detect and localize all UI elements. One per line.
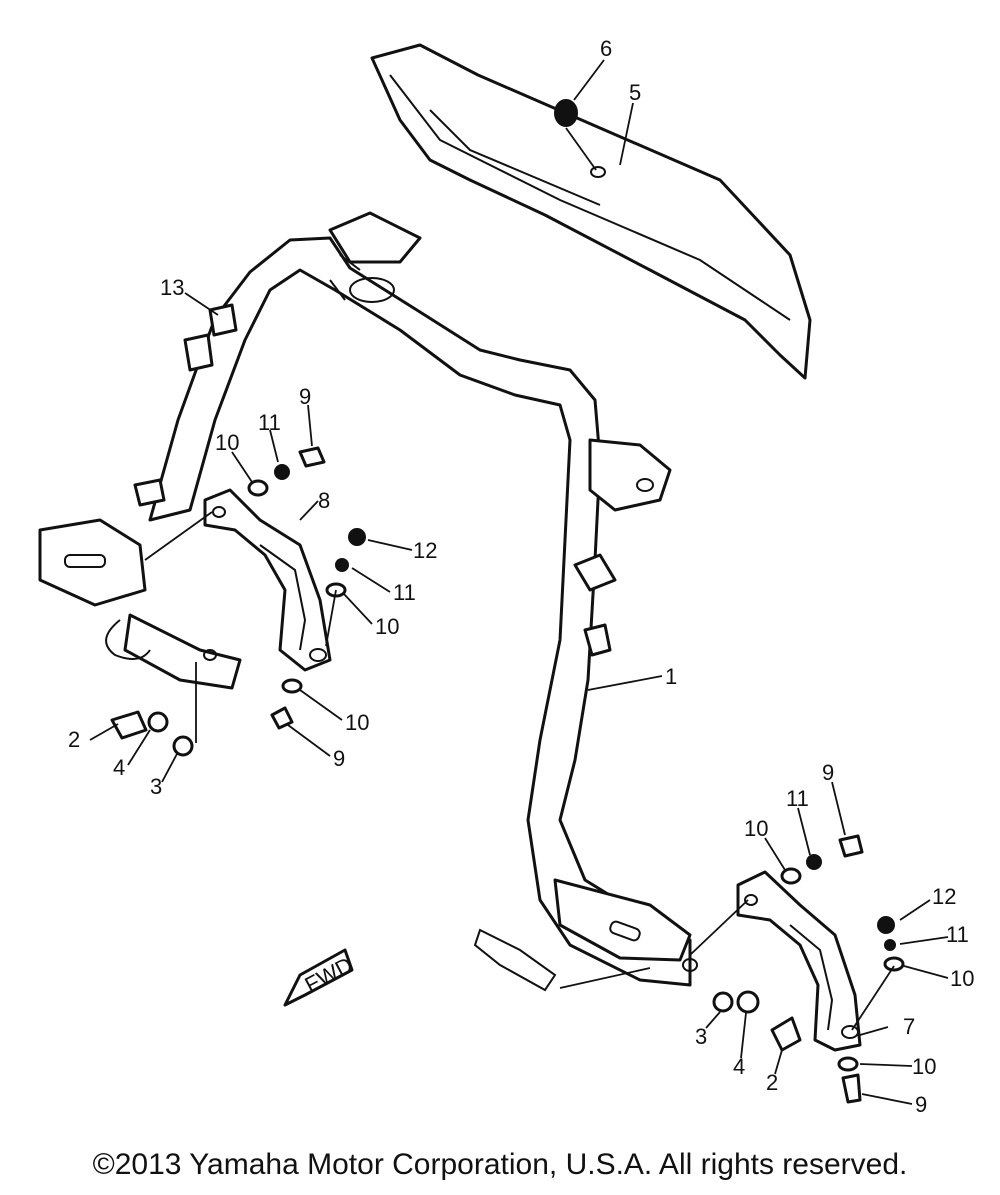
callout-11: 11 (258, 410, 281, 435)
callout-3: 3 (150, 774, 162, 799)
callout-11: 11 (393, 580, 416, 605)
callout-10: 10 (912, 1054, 936, 1079)
callout-12: 12 (932, 884, 956, 909)
callout-9: 9 (333, 746, 345, 771)
callout-10: 10 (375, 614, 399, 639)
callout-1: 1 (665, 664, 677, 689)
callout-10: 10 (744, 816, 768, 841)
callout-7: 7 (903, 1014, 915, 1039)
parts-diagram: FWD 6 5 13 9 11 10 8 12 11 10 10 9 2 4 3… (38, 36, 974, 1117)
callout-6: 6 (600, 36, 612, 61)
chain-cover-part (370, 43, 812, 380)
callout-2: 2 (68, 727, 80, 752)
callout-10: 10 (215, 430, 239, 455)
callout-8: 8 (318, 488, 330, 513)
callout-5: 5 (629, 80, 641, 105)
frame-part (38, 211, 698, 992)
callout-4: 4 (733, 1054, 745, 1079)
callout-2: 2 (766, 1070, 778, 1095)
callout-9: 9 (915, 1092, 927, 1117)
callout-10: 10 (950, 966, 974, 991)
hardware-parts (110, 446, 905, 1104)
callout-9: 9 (822, 760, 834, 785)
callout-4: 4 (113, 755, 125, 780)
assembly-lines (144, 127, 895, 1031)
grommet-part (554, 99, 578, 127)
callout-11: 11 (786, 786, 809, 811)
leader-lines (89, 59, 949, 1105)
callout-3: 3 (695, 1024, 707, 1049)
left-bracket-part (203, 488, 332, 672)
callout-9: 9 (299, 384, 311, 409)
callout-labels: 6 5 13 9 11 10 8 12 11 10 10 9 2 4 3 1 9… (68, 36, 974, 1117)
callout-12: 12 (413, 538, 437, 563)
callout-11: 11 (946, 922, 969, 947)
callout-13: 13 (160, 275, 184, 300)
copyright-notice: ©2013 Yamaha Motor Corporation, U.S.A. A… (92, 1148, 908, 1181)
fwd-arrow-icon: FWD (283, 948, 357, 1007)
callout-10: 10 (345, 710, 369, 735)
right-bracket-part (736, 870, 862, 1052)
